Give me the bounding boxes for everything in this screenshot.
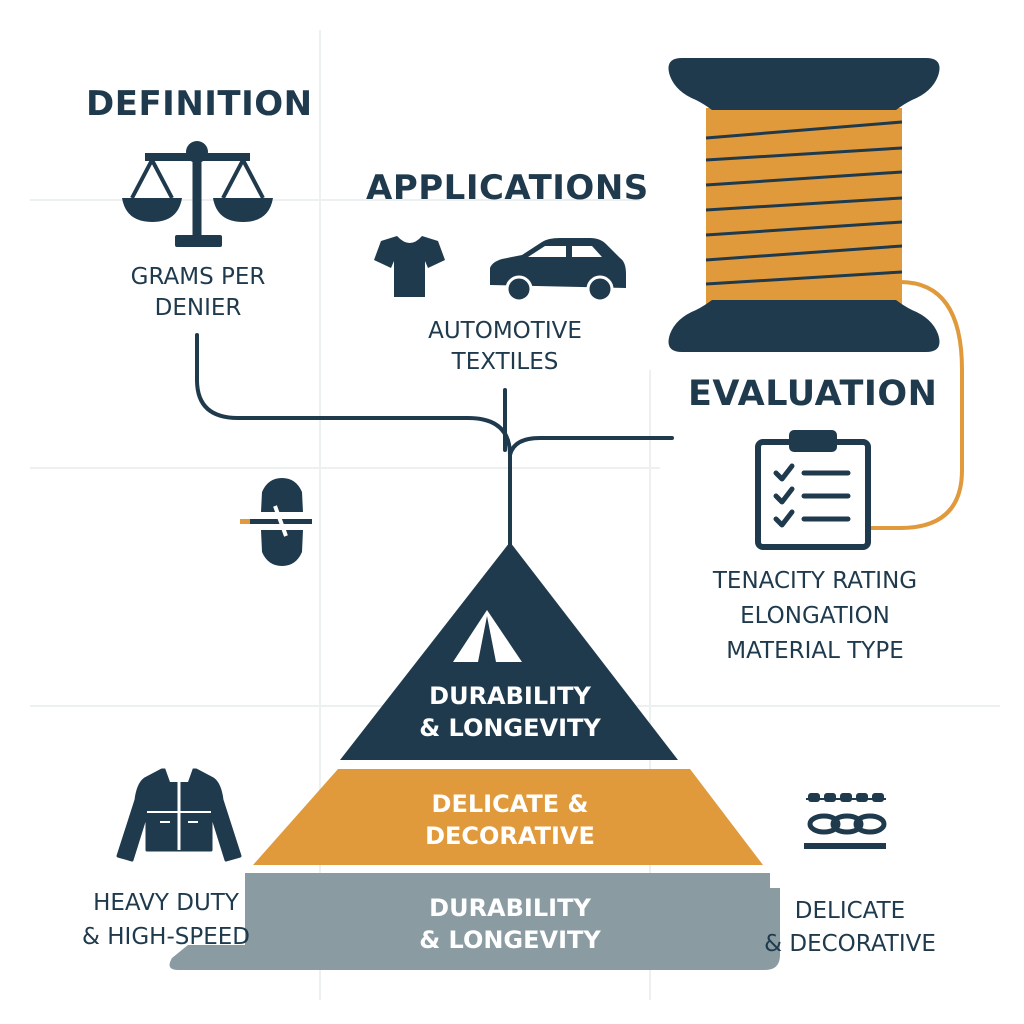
- connector-lines: [195, 333, 674, 547]
- definition-label: GRAMS PER DENIER: [100, 262, 296, 324]
- pyramid-bottom-line-1: DURABILITY: [429, 894, 591, 922]
- pyramid-middle-line-2: DECORATIVE: [425, 822, 595, 850]
- definition-line-1: GRAMS PER: [130, 264, 266, 290]
- applications-line-2: TEXTILES: [451, 349, 559, 375]
- definition-title: DEFINITION: [86, 84, 313, 124]
- evaluation-line-1: TENACITY RATING: [712, 568, 918, 594]
- applications-label: AUTOMOTIVE TEXTILES: [395, 316, 615, 378]
- heavy-duty-line-2: & HIGH-SPEED: [82, 924, 250, 950]
- delicate-decorative-label: DELICATE & DECORATIVE: [750, 895, 950, 961]
- applications-title: APPLICATIONS: [366, 168, 649, 208]
- pyramid-bottom-label: DURABILITY & LONGEVITY: [380, 892, 640, 956]
- evaluation-title: EVALUATION: [688, 374, 938, 414]
- pyramid-base-tier: [169, 873, 781, 970]
- delicate-line-2: & DECORATIVE: [764, 931, 936, 957]
- pyramid-top-line-2: & LONGEVITY: [419, 714, 601, 742]
- evaluation-line-2: ELONGATION: [740, 603, 890, 629]
- pyramid-bottom-line-2: & LONGEVITY: [419, 926, 601, 954]
- evaluation-label: TENACITY RATING ELONGATION MATERIAL TYPE: [690, 564, 940, 669]
- balance-scale-icon: [122, 141, 273, 247]
- chain-stitch-icon: [804, 793, 887, 849]
- thread-spool-icon: [668, 58, 940, 352]
- tent-icon: [453, 610, 522, 662]
- clipboard-checklist-icon: [755, 430, 871, 550]
- pyramid-middle-line-1: DELICATE &: [431, 790, 589, 818]
- jacket-icon: [116, 768, 242, 862]
- pyramid-middle-tier: [253, 769, 763, 865]
- thread-connector: [870, 280, 964, 530]
- pyramid-top-label: DURABILITY & LONGEVITY: [380, 680, 640, 744]
- pyramid-top-line-1: DURABILITY: [429, 682, 591, 710]
- pyramid-middle-label: DELICATE & DECORATIVE: [380, 788, 640, 852]
- thread-cutter-icon: [240, 478, 312, 566]
- heavy-duty-line-1: HEAVY DUTY: [93, 890, 239, 916]
- delicate-line-1: DELICATE: [794, 898, 906, 924]
- applications-line-1: AUTOMOTIVE: [428, 318, 582, 344]
- evaluation-line-3: MATERIAL TYPE: [726, 638, 904, 664]
- heavy-duty-label: HEAVY DUTY & HIGH-SPEED: [66, 886, 266, 954]
- definition-line-2: DENIER: [154, 295, 242, 321]
- t-shirt-icon: [374, 236, 445, 297]
- car-icon: [490, 238, 626, 303]
